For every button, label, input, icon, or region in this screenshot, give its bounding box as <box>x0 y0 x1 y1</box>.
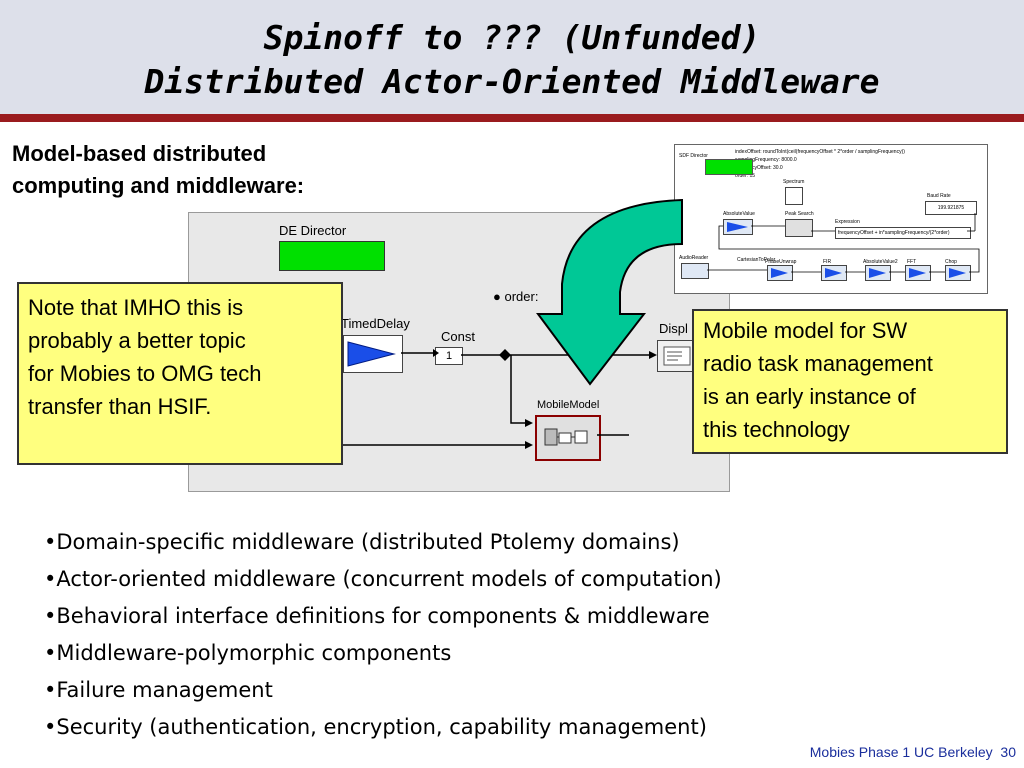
chop-icon <box>949 268 966 278</box>
phase-unwrap-icon <box>771 268 788 278</box>
inset-param-4: order: 15 <box>735 173 756 179</box>
absolute-value2-label: AbsoluteValue2 <box>863 259 898 265</box>
phase-unwrap-actor <box>767 265 793 281</box>
page-number: 30 <box>1000 744 1016 760</box>
de-director-label: DE Director <box>279 223 347 238</box>
phase-unwrap-label: PhaseUnwrap <box>765 259 797 265</box>
baud-rate-label: Baud Rate <box>927 193 951 199</box>
chop-label: Chop <box>945 259 957 265</box>
bullet-item: •Middleware-polymorphic components <box>44 641 452 665</box>
lead-line-1: Model-based distributed <box>12 141 267 166</box>
baud-rate-display: 199.921875 <box>925 201 977 215</box>
bullet-item: •Behavioral interface definitions for co… <box>44 604 710 628</box>
right-note-line-1: Mobile model for SW <box>703 318 908 343</box>
spectrum-label: Spectrum <box>783 179 805 185</box>
expression-label: Expression <box>835 219 860 225</box>
mobile-model-actor <box>535 415 601 461</box>
order-parameter: ● order: <box>493 289 539 304</box>
title-rule <box>0 114 1024 122</box>
expression-actor: frequencyOffset + in*samplingFrequency/(… <box>835 227 971 239</box>
inset-param-3: frequencyOffset: 30.0 <box>735 165 783 171</box>
peak-search-label: Peak Search <box>785 211 814 217</box>
mobile-model-label: MobileModel <box>537 399 600 411</box>
footer: Mobies Phase 1 UC Berkeley 30 <box>810 744 1016 760</box>
order-label: order: <box>504 289 539 304</box>
curved-arrow <box>536 198 683 386</box>
absolute-value-label: AbsoluteValue <box>723 211 755 217</box>
inset-director-block <box>705 159 753 175</box>
audio-reader-label: AudioReader <box>679 255 709 261</box>
inset-param-1: indexOffset: roundToInt(ceil(frequencyOf… <box>735 149 905 155</box>
right-note-line-4: this technology <box>703 417 850 442</box>
fir-actor <box>821 265 847 281</box>
fft-label: FFT <box>907 259 917 265</box>
fft-icon <box>909 268 926 278</box>
inset-param-2: samplingFrequency: 8000.0 <box>735 157 797 163</box>
display-label: Displ <box>659 321 688 336</box>
right-note-line-2: radio task management <box>703 351 933 376</box>
absolute-value-icon <box>727 222 748 232</box>
bullet-item: •Failure management <box>44 678 273 702</box>
left-note-line-3: for Mobies to OMG tech <box>28 361 262 386</box>
peak-search-actor <box>785 219 813 237</box>
timed-delay-label: TimedDelay <box>341 316 410 331</box>
spectrum-actor <box>785 187 803 205</box>
fft-actor <box>905 265 931 281</box>
slide-title-line-1: Spinoff to ??? (Unfunded) <box>263 18 761 57</box>
bullet-list: •Domain-specific middleware (distributed… <box>44 524 722 746</box>
lead-text: Model-based distributed computing and mi… <box>12 138 304 202</box>
left-note: Note that IMHO this is probably a better… <box>17 282 343 465</box>
timed-delay-icon <box>347 341 396 367</box>
arrow-shape <box>536 198 683 386</box>
lead-line-2: computing and middleware: <box>12 173 305 198</box>
de-director-block <box>279 241 385 271</box>
bullet-item: •Security (authentication, encryption, c… <box>44 715 707 739</box>
right-note-line-3: is an early instance of <box>703 384 916 409</box>
absolute-value2-actor <box>865 265 891 281</box>
right-note: Mobile model for SW radio task managemen… <box>692 309 1008 454</box>
sdf-model-inset: indexOffset: roundToInt(ceil(frequencyOf… <box>674 144 988 294</box>
left-note-line-1: Note that IMHO this is <box>28 295 244 320</box>
left-note-line-4: transfer than HSIF. <box>28 394 212 419</box>
left-note-line-2: probably a better topic <box>28 328 246 353</box>
bullet-item: •Domain-specific middleware (distributed… <box>44 530 680 554</box>
slide-title-line-2: Distributed Actor-Oriented Middleware <box>144 62 880 101</box>
cartesian-label: CartesianToPolar <box>737 257 776 263</box>
chop-actor <box>945 265 971 281</box>
absolute-value-actor <box>723 219 753 235</box>
fir-icon <box>825 268 842 278</box>
footer-text: Mobies Phase 1 UC Berkeley <box>809 744 993 760</box>
audio-reader-actor <box>681 263 709 279</box>
inset-director-label: SDF Director <box>679 153 708 159</box>
title-band <box>0 0 1024 114</box>
bullet-item: •Actor-oriented middleware (concurrent m… <box>44 567 722 591</box>
inset-connections <box>707 213 980 273</box>
absolute-value2-icon <box>869 268 886 278</box>
composite-actor-icon <box>544 428 588 446</box>
timed-delay-actor <box>343 335 403 373</box>
display-icon <box>663 346 691 366</box>
const-actor: 1 <box>435 347 463 365</box>
const-label: Const <box>441 329 475 344</box>
fir-label: FIR <box>823 259 832 265</box>
